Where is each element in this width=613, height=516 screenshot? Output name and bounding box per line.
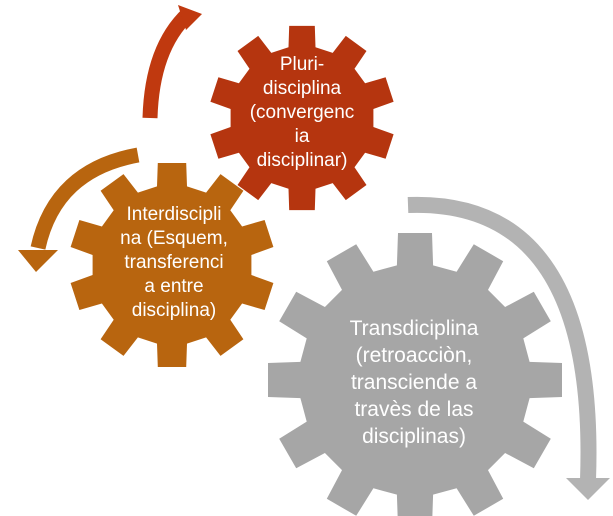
transdisciplina-gear [268,233,562,516]
inter-label-line-2: na (Esquem, [120,228,228,249]
pluri-label-line-5: disciplinar) [257,150,348,171]
interdisciplina-gear [70,163,274,367]
pluridisciplina-label: Pluri- disciplina (convergenc ia discipl… [250,54,355,171]
pluri-label-line-4: ia [295,126,310,147]
trans-label-line-5: disciplinas) [362,425,466,448]
interdisciplina-label: Interdiscipli na (Esquem, transferenci a… [120,204,228,321]
inter-cycle-arrow [30,147,140,250]
pluri-label-line-3: (convergenc [250,102,355,123]
pluridisciplina-gear [210,25,394,211]
pluri-label-line-2: disciplina [263,78,342,99]
pluri-arrowhead [178,5,202,30]
trans-arrowhead [566,478,610,500]
inter-label-line-3: transferenci [124,252,223,273]
trans-label-line-1: Transdiciplina [350,317,479,340]
inter-label-line-4: a entre [144,276,203,297]
inter-label-line-1: Interdiscipli [126,204,221,225]
trans-cycle-arrow [407,196,597,481]
inter-label-line-5: disciplina) [132,300,216,321]
transdisciplina-label: Transdiciplina (retroacciòn, transciende… [350,317,479,448]
pluri-label-line-1: Pluri- [280,54,324,75]
trans-label-line-4: travès de las [354,398,473,421]
pluri-cycle-arrow [142,8,194,119]
inter-arrowhead [18,250,58,272]
trans-label-line-3: transciende a [351,371,477,394]
trans-label-line-2: (retroacciòn, [356,344,473,367]
